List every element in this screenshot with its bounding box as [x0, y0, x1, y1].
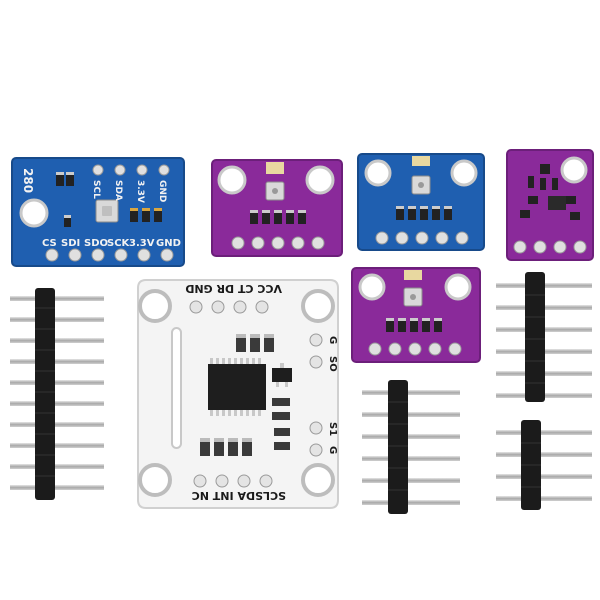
- purple-sensor-board-2: [351, 267, 481, 363]
- white-board-right-label-so: SO: [327, 356, 338, 372]
- blue-bme280-top-label-gnd: GND: [157, 180, 167, 202]
- white-board-bottom-pads: [193, 474, 273, 488]
- blue-bme280-bottom-label-33v: 3.3V: [129, 238, 155, 249]
- white-board-top-label: VCC CT DR GND: [185, 282, 282, 295]
- white-board-bottom-label: SCLSDA INT NC: [192, 489, 286, 502]
- white-board-right-label-g1: G: [327, 336, 338, 344]
- blue-bme280-bottom-label-sdi: SDI: [61, 238, 80, 249]
- pin-header-6-center: [362, 380, 460, 514]
- blue-bme280-top-label-33v: 3.3V: [135, 180, 145, 203]
- purple-board-1-components: [250, 210, 306, 224]
- white-board-top-pads: [189, 300, 269, 314]
- blue-board-2-components: [396, 206, 452, 220]
- blue-bme280-bottom-label-sdo: SDO: [84, 238, 108, 249]
- purple-sensor-board-1: [211, 159, 343, 257]
- blue-bme280-top-pads: [92, 164, 170, 176]
- white-board-components: [200, 334, 292, 456]
- pin-header-10-left: [10, 288, 104, 500]
- purple-board-2-pads: [368, 342, 462, 356]
- white-sensor-board: VCC CT DR GND SCLSDA INT NC G SO S1 G: [137, 279, 339, 509]
- blue-bme280-bottom-label-cs: CS: [42, 238, 57, 249]
- purple-board-2-components: [386, 318, 442, 332]
- blue-bme280-bottom-label-gnd: GND: [156, 238, 181, 249]
- blue-bme280-top-label-sda: SDA: [113, 180, 123, 201]
- purple-sensor-board-far-right: [506, 149, 594, 261]
- blue-bme280-bottom-pads: [45, 248, 174, 262]
- blue-board-2-pads: [375, 231, 469, 245]
- pin-header-4-bottom-right: [496, 420, 592, 510]
- white-board-right-pads: [309, 333, 323, 457]
- white-board-right-label-g2: G: [327, 446, 338, 454]
- pin-header-6-right: [496, 272, 592, 402]
- purple-far-right-pads: [513, 240, 587, 254]
- blue-bme280-side-label: 280: [21, 168, 35, 193]
- white-board-right-label-s1: S1: [327, 422, 338, 436]
- blue-bme280-top-label-scl: SCL: [91, 180, 101, 199]
- blue-sensor-board-2: [357, 153, 485, 251]
- blue-bme280-board: 280 SCL SDA 3.3V GND CS SDI SDO SCK: [11, 157, 185, 267]
- blue-bme280-bottom-label-sck: SCK: [107, 238, 131, 249]
- purple-board-1-pads: [231, 236, 325, 250]
